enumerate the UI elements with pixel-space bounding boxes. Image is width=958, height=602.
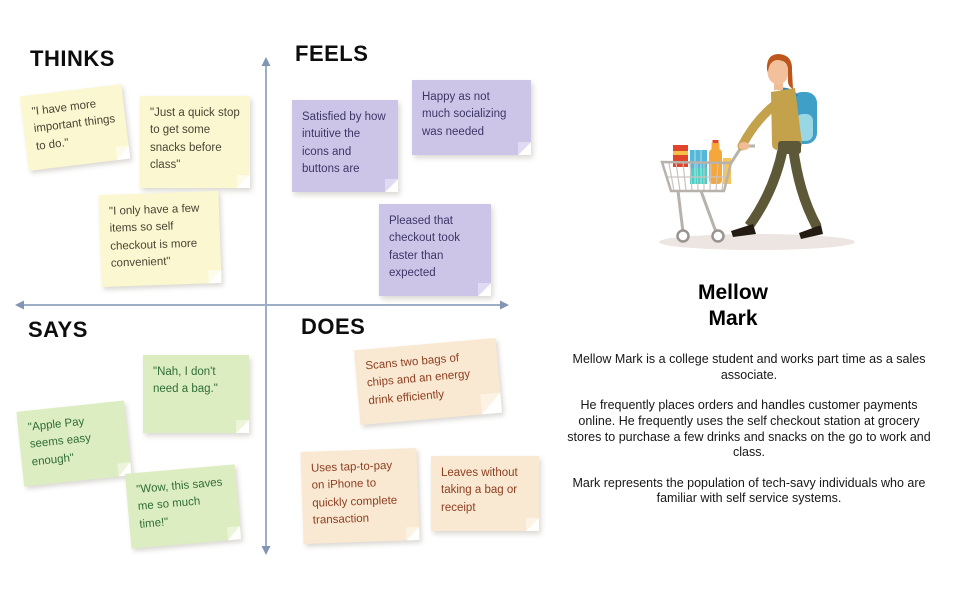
folded-corner (526, 517, 539, 531)
sticky-note-feels-3: Pleased that checkout took faster than e… (379, 204, 491, 296)
folded-corner (237, 175, 250, 188)
persona-name: Mellow Mark (565, 280, 901, 331)
sticky-note-text: "Wow, this saves me so much time!" (135, 476, 223, 531)
sticky-note-feels-1: Satisfied by how intuitive the icons and… (292, 100, 398, 192)
quadrant-label-thinks: THINKS (30, 46, 115, 71)
folded-corner (385, 179, 398, 192)
sticky-note-says-1: "Nah, I don't need a bag." (143, 355, 249, 433)
sticky-note-thinks-2: "Just a quick stop to get some snacks be… (140, 96, 250, 188)
grocery-items (673, 140, 731, 184)
folded-corner (115, 145, 131, 160)
folded-corner (236, 420, 249, 433)
pants-hips (778, 141, 801, 154)
folded-corner (406, 526, 420, 541)
shopping-cart-icon (660, 140, 755, 243)
sticky-note-text: Uses tap-to-pay on iPhone to quickly com… (310, 459, 398, 527)
persona-paragraph-2: He frequently places orders and handles … (567, 398, 931, 460)
sticky-note-text: Scans two bags of chips and an energy dr… (364, 352, 471, 407)
sticky-note-text: "I have more important things to do." (31, 98, 116, 153)
persona-paragraph-3: Mark represents the population of tech-s… (572, 475, 926, 506)
persona-illustration-man-pushing-shopping-cart (659, 54, 855, 250)
sticky-note-thinks-1: "I have more important things to do." (19, 84, 131, 171)
sticky-note-thinks-3: "I only have a few items so self checkou… (98, 190, 222, 288)
back-shoe (799, 225, 823, 239)
folded-corner (480, 392, 502, 415)
folded-corner (478, 283, 491, 296)
sticky-note-text: "Nah, I don't need a bag." (153, 366, 218, 396)
sticky-note-says-3: "Wow, this saves me so much time!" (124, 464, 242, 549)
person-figure (731, 54, 823, 239)
quadrant-label-feels: FEELS (295, 41, 369, 66)
hair (766, 54, 793, 89)
sticky-note-says-2: "Apple Pay seems easy enough" (16, 400, 132, 487)
quadrant-label-says: SAYS (28, 317, 88, 342)
front-shoe (731, 224, 756, 237)
sticky-note-text: Leaves without taking a bag or receipt (441, 467, 518, 514)
persona-name-line-1: Mellow (697, 281, 768, 304)
persona-paragraph-1: Mellow Mark is a college student and wor… (572, 352, 926, 382)
quadrant-axes (15, 57, 509, 555)
sticky-note-text: Happy as not much socializing was needed (422, 91, 507, 138)
sticky-note-does-2: Uses tap-to-pay on iPhone to quickly com… (300, 448, 420, 544)
sticky-note-text: "Just a quick stop to get some snacks be… (150, 107, 240, 171)
sticky-note-text: "I only have a few items so self checkou… (108, 202, 200, 270)
sticky-note-does-3: Leaves without taking a bag or receipt (431, 456, 539, 531)
ground-shadow (659, 234, 855, 250)
hand (738, 142, 750, 150)
face (767, 59, 789, 85)
sticky-note-does-1: Scans two bags of chips and an energy dr… (354, 337, 502, 425)
persona-description: Mellow Mark is a college student and wor… (563, 352, 935, 522)
sticky-note-text: Pleased that checkout took faster than e… (389, 215, 460, 279)
persona-name-line-2: Mark (708, 306, 758, 330)
neck (774, 80, 783, 90)
front-leg (744, 147, 788, 229)
arm (737, 99, 781, 151)
axis-arrow-left (15, 300, 24, 310)
sticky-note-text: Satisfied by how intuitive the icons and… (302, 111, 386, 175)
axis-arrow-right (500, 300, 509, 310)
folded-corner (226, 525, 242, 540)
sticky-note-feels-2: Happy as not much socializing was needed (412, 80, 531, 155)
sticky-note-text: "Apple Pay seems easy enough" (27, 415, 92, 468)
folded-corner (208, 269, 222, 284)
folded-corner (518, 141, 531, 155)
quadrant-label-does: DOES (301, 314, 366, 339)
back-leg (788, 147, 822, 230)
axis-arrow-down (261, 546, 271, 555)
axis-arrow-up (261, 57, 271, 66)
